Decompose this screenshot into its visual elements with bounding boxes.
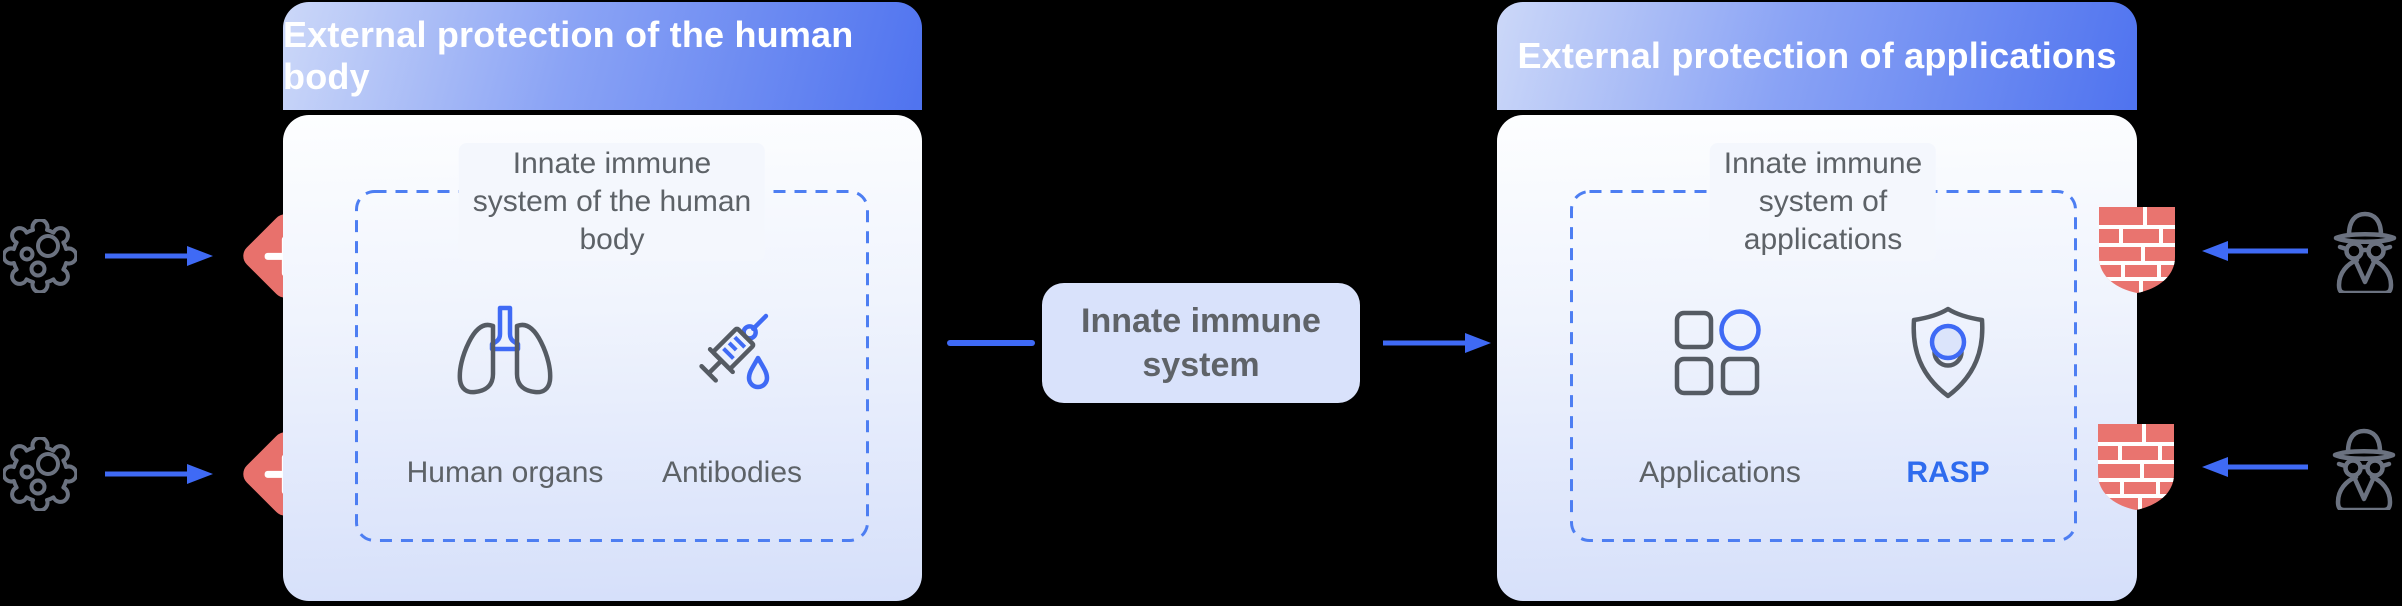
- title-line: system of: [1758, 185, 1888, 218]
- center-box-label: system: [1142, 346, 1260, 384]
- syringe-icon: [699, 313, 770, 390]
- right-panel-card: Innate immune system of applications App…: [1497, 115, 2137, 601]
- right-arrow-icon: [1383, 333, 1491, 353]
- left-arrow-icon: [2202, 241, 2308, 261]
- lungs-icon: [457, 305, 553, 395]
- germ-icon: [3, 437, 77, 511]
- title-line: applications: [1743, 223, 1903, 256]
- right-panel-header: External protection of applications: [1497, 2, 2137, 110]
- title-line: Innate immune: [512, 147, 712, 180]
- left-panel-card: Innate immune system of the human body: [283, 115, 922, 601]
- title-line: body: [579, 223, 645, 256]
- left-inner-box-title: Innate immune system of the human body: [458, 143, 766, 261]
- left-panel-header: External protection of the human body: [283, 2, 922, 110]
- center-box-label: Innate immune: [1081, 302, 1321, 340]
- left-panel-header-label: External protection of the human body: [283, 14, 854, 97]
- center-box: Innate immune system: [1042, 283, 1360, 403]
- title-line: Innate immune: [1723, 147, 1923, 180]
- right-item-label-rasp: RASP: [1906, 456, 1990, 489]
- connector-line: [947, 340, 1035, 346]
- spy-icon: [2332, 428, 2396, 510]
- firewall-shield-icon: [2099, 207, 2175, 293]
- rasp-shield-icon: [1911, 306, 1985, 399]
- firewall-shield-icon: [2098, 424, 2174, 510]
- right-panel-header-label: External protection of applications: [1517, 35, 2117, 76]
- right-arrow-icon: [105, 246, 213, 266]
- right-inner-box-title: Innate immune system of applications: [1709, 143, 1937, 261]
- right-item-label: Applications: [1639, 456, 1801, 489]
- left-item-label: Human organs: [406, 456, 604, 489]
- left-item-label: Antibodies: [661, 456, 803, 489]
- left-arrow-icon: [2202, 457, 2308, 477]
- spy-icon: [2333, 211, 2397, 293]
- right-arrow-icon: [105, 464, 213, 484]
- app-grid-icon: [1674, 309, 1761, 396]
- germ-icon: [3, 219, 77, 293]
- title-line: system of the human: [472, 185, 752, 218]
